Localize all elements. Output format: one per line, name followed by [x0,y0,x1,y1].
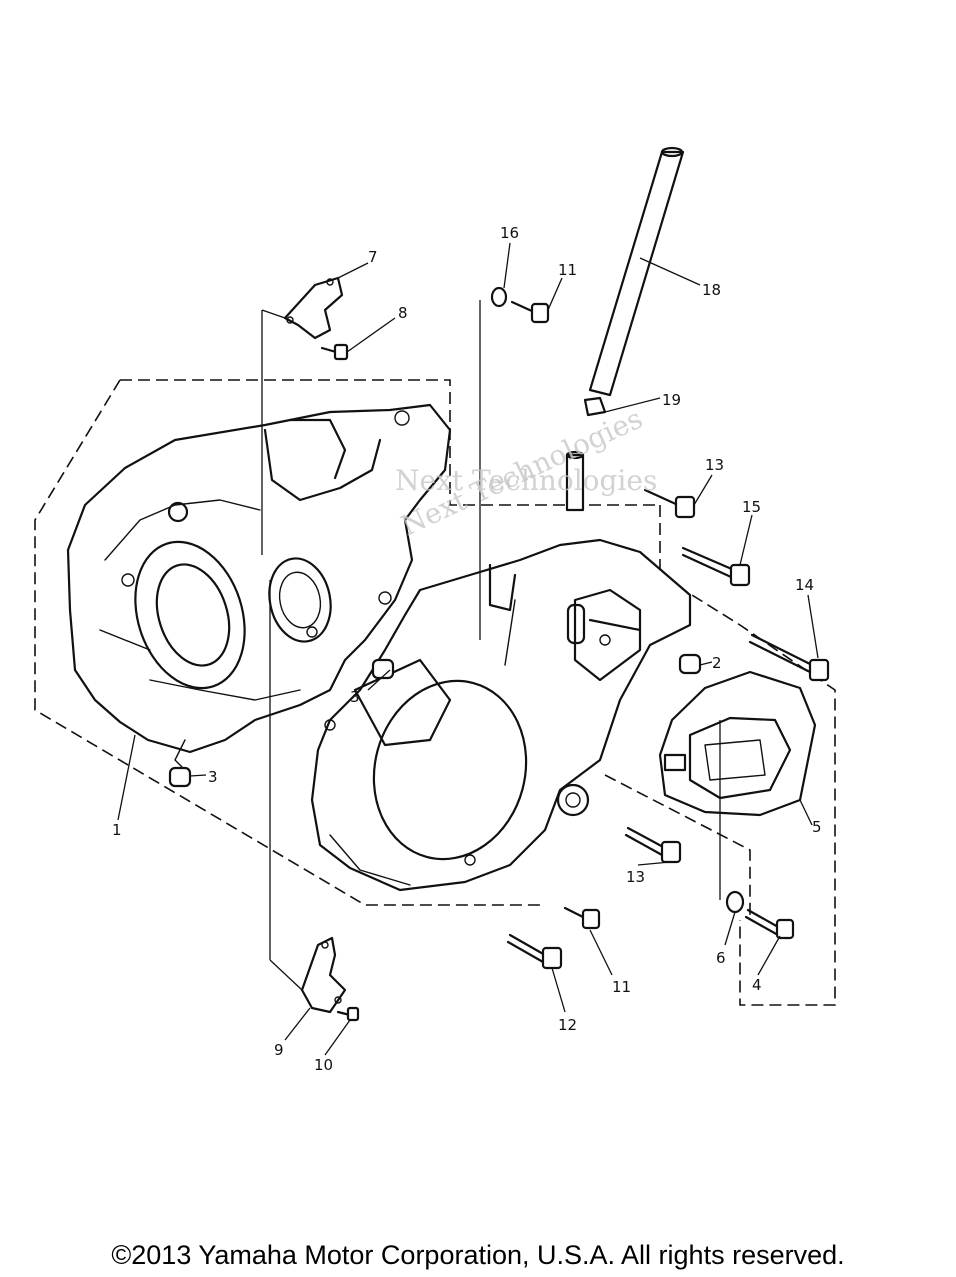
callout-numbers: 1 2 3 3 3 4 5 6 7 8 9 10 11 11 12 13 13 … [112,224,822,1074]
bolt-part-8 [320,343,349,361]
callout-11-upper: 11 [558,261,577,279]
callout-13-upper: 13 [705,456,724,474]
callout-19: 19 [662,391,681,409]
crankcase-right-half [310,538,692,892]
callout-10: 10 [314,1056,333,1074]
washer-part-16 [490,286,508,308]
bracket-part-7 [283,276,344,340]
callout-4: 4 [752,976,762,994]
washers-and-pins [168,286,745,914]
copyright-notice: ©2013 Yamaha Motor Corporation, U.S.A. A… [111,1240,845,1270]
bolt-part-13-lower [624,826,682,864]
watermark-line-2: Next Technologies [395,464,657,497]
callout-1: 1 [112,821,122,839]
bolt-part-14 [748,633,830,682]
bolt-part-13-upper [643,488,696,519]
callout-6: 6 [716,949,726,967]
callout-7: 7 [368,248,378,266]
callout-15: 15 [742,498,761,516]
oil-pipe-part-18 [565,146,685,512]
cover-part-5 [658,670,817,817]
callout-11-lower: 11 [612,978,631,996]
reference-lines [261,300,721,991]
washer-part-6 [725,890,745,914]
bolt-part-15 [681,546,751,587]
bolt-part-12 [506,933,563,970]
dowel-pin-part-2 [678,653,702,675]
bolts [320,300,830,1022]
callout-9: 9 [274,1041,284,1059]
callout-2: 2 [712,654,722,672]
callout-18: 18 [702,281,721,299]
callout-12: 12 [558,1016,577,1034]
callout-16: 16 [500,224,519,242]
bolt-part-10 [336,1006,360,1022]
callout-3-middle: 3 [350,688,360,706]
callout-5: 5 [812,818,822,836]
crankcase-left-half [66,403,452,771]
dowel-pin-part-3-middle [371,658,395,680]
bolt-part-4 [744,908,795,940]
callout-14: 14 [795,576,814,594]
callout-3-lower: 3 [208,768,218,786]
exploded-parts-diagram: Next Technologies Next Technologies 1 2 … [34,146,836,1074]
dowel-pin-part-3-lower [168,766,192,788]
bolt-part-11-lower [563,906,601,930]
bolt-part-11-upper [510,300,550,324]
callout-13-lower: 13 [626,868,645,886]
assembly-dashed-borders [34,379,836,1006]
bracket-part-9 [300,936,347,1014]
leader-lines [117,242,819,1056]
callout-8: 8 [398,304,408,322]
